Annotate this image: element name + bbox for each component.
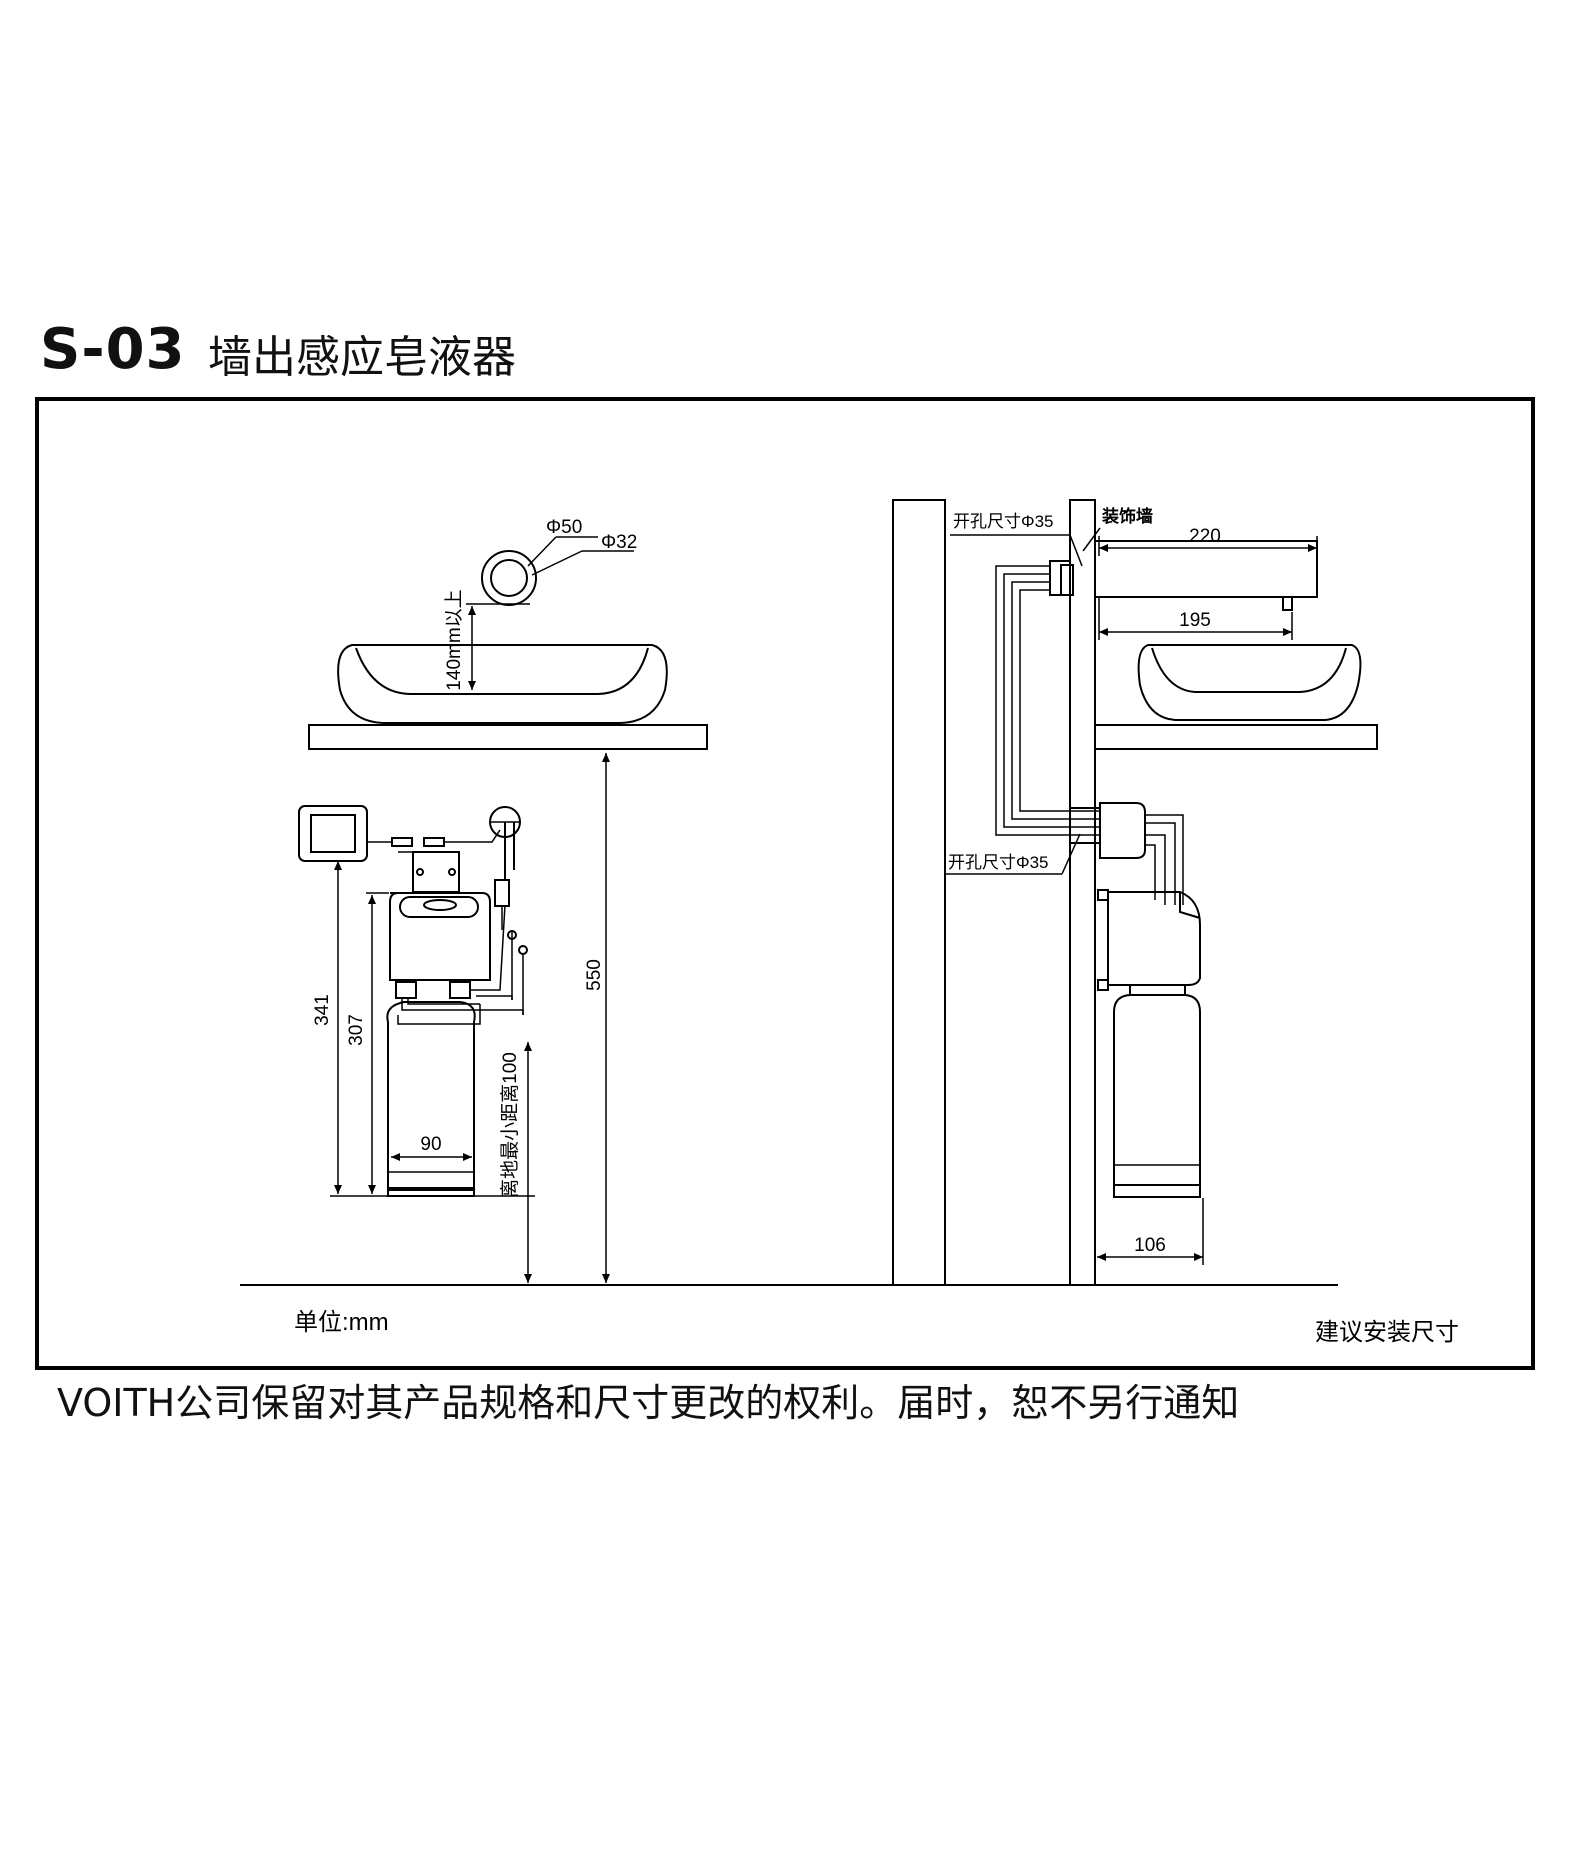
front-basin [337, 644, 668, 724]
side-counter [1094, 724, 1378, 750]
hole-top-label: 开孔尺寸Φ35 [953, 512, 1053, 531]
drawing-frame [35, 397, 1535, 1370]
side-pump-unit [1097, 889, 1201, 996]
unit-label: 单位:mm [294, 1309, 389, 1336]
sensor-box [298, 805, 368, 862]
decorative-wall [1069, 499, 1096, 1286]
side-basin [1137, 644, 1362, 721]
disclaimer-note: VOITH公司保留对其产品规格和尺寸更改的权利。届时，恕不另行通知 [57, 1381, 1240, 1425]
outlet-ring [481, 550, 537, 606]
soap-bottle [386, 1001, 476, 1197]
decor-wall-label: 装饰墙 [1101, 506, 1153, 526]
dim-550: 550 [584, 959, 605, 991]
dim-90: 90 [420, 1134, 441, 1155]
side-soap-bottle [1113, 994, 1201, 1198]
dim-140: 140mm以上 [443, 589, 465, 690]
side-view: 开孔尺寸Φ35 装饰墙 220 195 [892, 499, 1459, 1346]
front-counter [308, 724, 708, 750]
product-code: S-03 [40, 317, 186, 382]
dim-195: 195 [1179, 610, 1211, 631]
hole-bottom-label: 开孔尺寸Φ35 [948, 853, 1048, 872]
dim-341: 341 [312, 994, 333, 1026]
front-view: Φ50 Φ32 140mm以上 550 [240, 517, 1338, 1336]
mount-bracket [412, 851, 460, 893]
product-title: 墙出感应皂液器 [208, 332, 516, 383]
wall-connector [1069, 802, 1146, 859]
dim-phi50: Φ50 [546, 517, 582, 538]
caption-label: 建议安装尺寸 [1315, 1319, 1459, 1346]
pump-unit [389, 892, 491, 999]
wall-spout [1049, 540, 1318, 611]
dim-floor-min: 离地最小距离100 [499, 1052, 521, 1198]
dim-220: 220 [1189, 526, 1221, 547]
dim-106: 106 [1134, 1235, 1166, 1256]
wall [892, 499, 946, 1286]
dim-phi32: Φ32 [601, 532, 637, 553]
dim-307: 307 [346, 1014, 367, 1046]
